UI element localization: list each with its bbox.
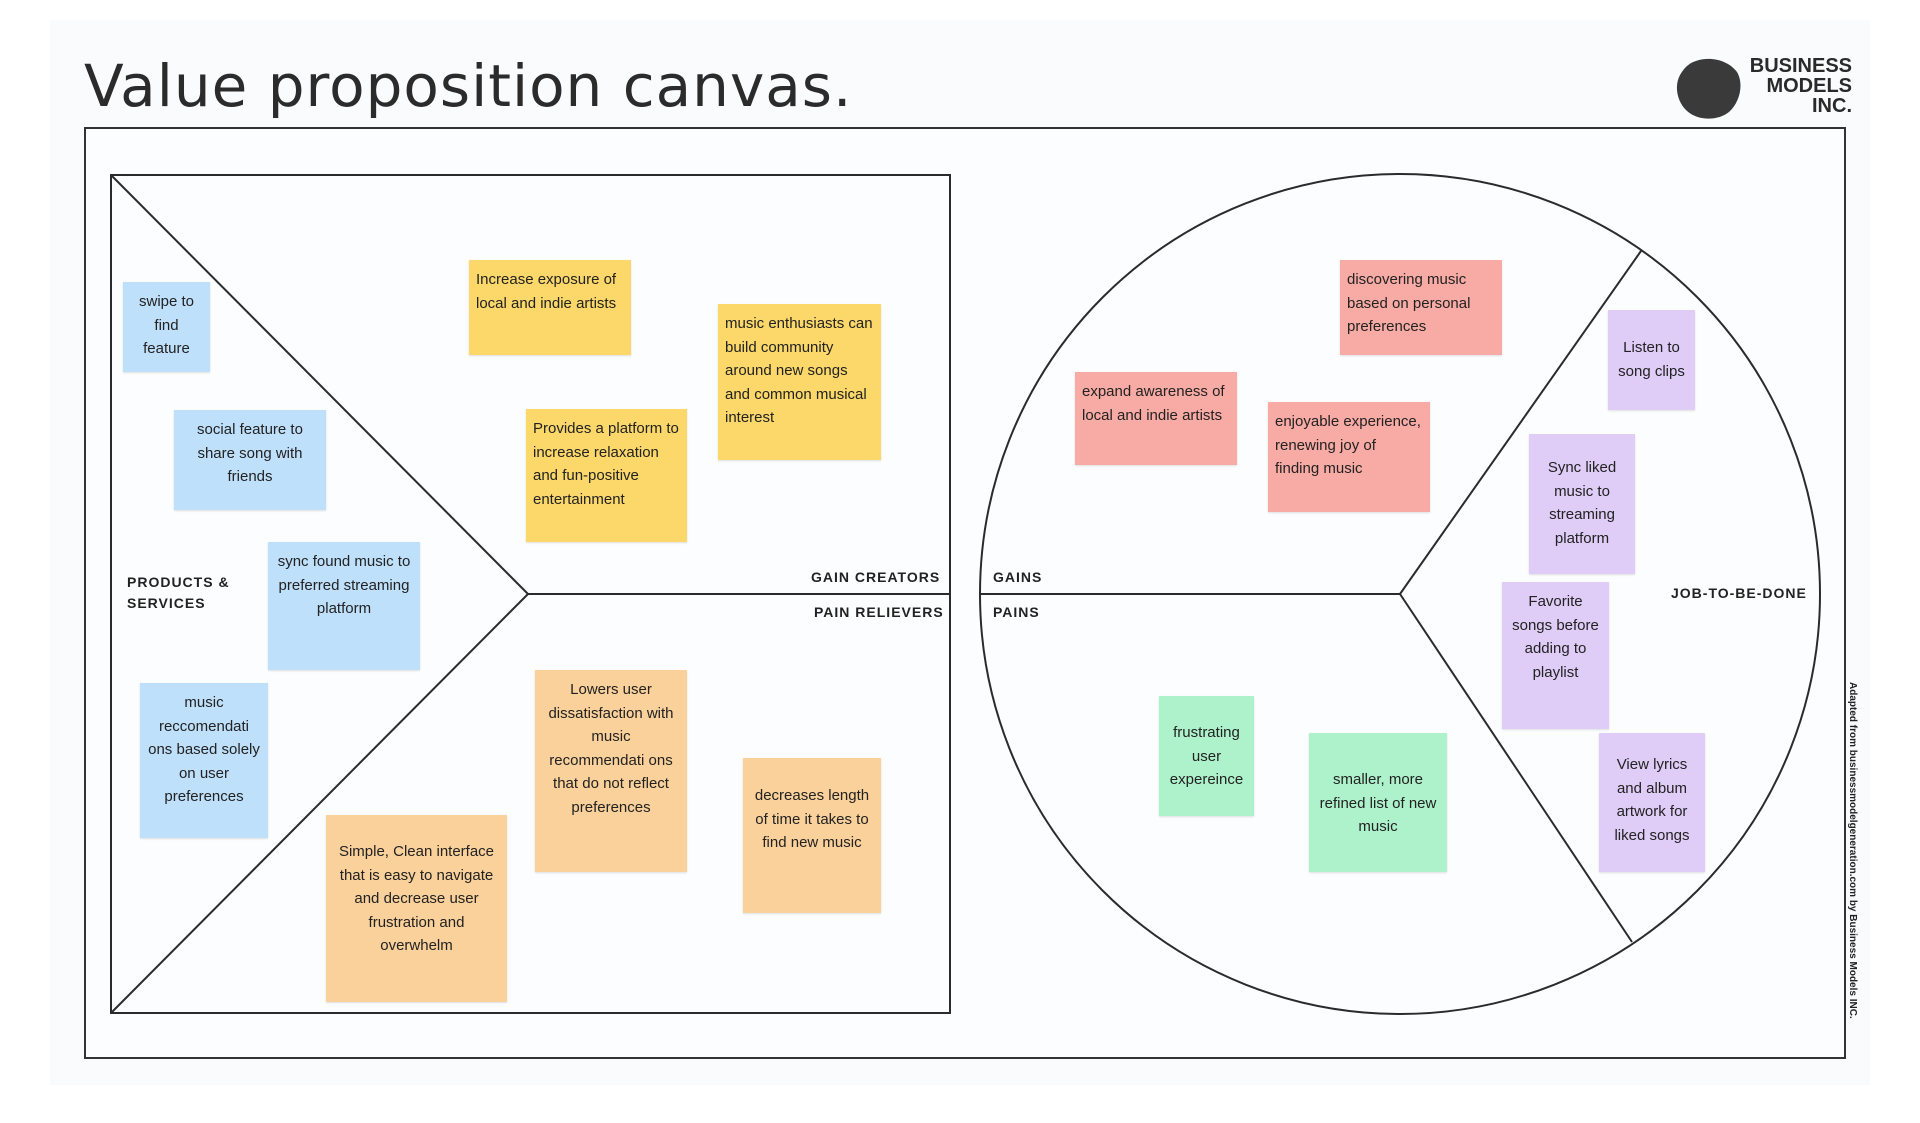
logo-text-line1: BUSINESS: [1749, 55, 1852, 77]
sticky-note-gain-2[interactable]: expand awareness of local and indie arti…: [1075, 372, 1237, 465]
sticky-note-pain-reliever-2[interactable]: decreases length of time it takes to fin…: [743, 758, 881, 913]
label-gain-creators: GAIN CREATORS: [811, 569, 941, 585]
sticky-note-gain-1[interactable]: discovering music based on personal pref…: [1340, 260, 1502, 355]
sticky-note-product-4[interactable]: music reccomendati ons based solely on u…: [140, 683, 268, 838]
customer-profile-lower-spoke: [1399, 593, 1633, 943]
page-title: Value proposition canvas.: [84, 52, 853, 120]
sticky-note-product-1[interactable]: swipe to find feature: [123, 282, 210, 372]
sticky-note-product-2[interactable]: social feature to share song with friend…: [174, 410, 326, 510]
label-job-to-be-done: JOB-TO-BE-DONE: [1671, 585, 1807, 601]
sticky-note-pain-1[interactable]: frustrating user expereince: [1159, 696, 1254, 816]
sticky-note-gain-creator-3[interactable]: Provides a platform to increase relaxati…: [526, 409, 687, 542]
business-models-logo: BUSINESS MODELS INC.: [1676, 54, 1856, 124]
logo-text-line3: INC.: [1812, 95, 1852, 117]
label-gains: GAINS: [993, 569, 1043, 585]
label-pains: PAINS: [993, 604, 1040, 620]
logo-text-line2: MODELS: [1766, 75, 1852, 97]
value-map-lower-diagonal: [110, 593, 529, 1014]
sticky-note-job-2[interactable]: Sync liked music to streaming platform: [1529, 434, 1635, 574]
sticky-note-gain-3[interactable]: enjoyable experience, renewing joy of fi…: [1268, 402, 1430, 512]
label-pain-relievers: PAIN RELIEVERS: [814, 604, 944, 620]
source-credit: Adapted from businessmodelgeneration.com…: [1847, 682, 1858, 1019]
sticky-note-gain-creator-2[interactable]: music enthusiasts can build community ar…: [718, 304, 881, 460]
sticky-note-gain-creator-1[interactable]: Increase exposure of local and indie art…: [469, 260, 631, 355]
sticky-note-pain-reliever-1[interactable]: Lowers user dissatisfaction with music r…: [535, 670, 687, 872]
sticky-note-job-4[interactable]: View lyrics and album artwork for liked …: [1599, 733, 1705, 872]
sticky-note-job-3[interactable]: Favorite songs before adding to playlist: [1502, 582, 1609, 729]
sticky-note-job-1[interactable]: Listen to song clips: [1608, 310, 1695, 410]
label-products-services-line1: PRODUCTS &: [127, 574, 230, 590]
sticky-note-pain-2[interactable]: smaller, more refined list of new music: [1309, 733, 1447, 872]
sticky-note-product-3[interactable]: sync found music to preferred streaming …: [268, 542, 420, 670]
label-products-services-line2: SERVICES: [127, 595, 206, 611]
customer-profile-upper-spoke: [1399, 250, 1642, 595]
sticky-note-pain-reliever-3[interactable]: Simple, Clean interface that is easy to …: [326, 815, 507, 1002]
value-map-upper-diagonal: [110, 174, 529, 595]
logo-blob-icon: [1676, 58, 1741, 119]
